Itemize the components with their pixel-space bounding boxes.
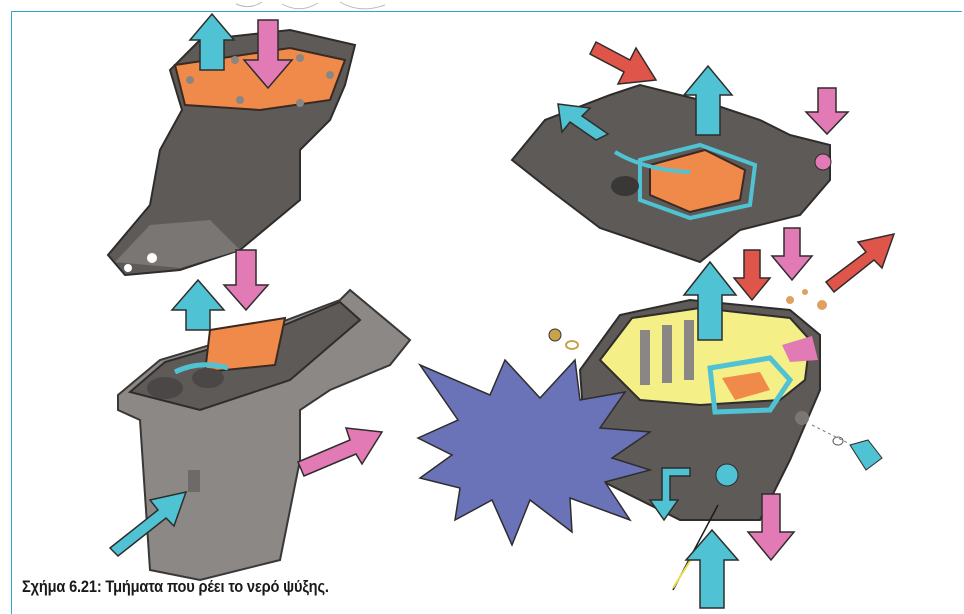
inflow-arrow-icon (224, 250, 268, 310)
figure-caption: Σχήμα 6.21: Τμήματα που ρέει το νερό ψύξ… (22, 577, 329, 597)
outflow-arrow-icon (172, 280, 224, 330)
outflow-arrow-icon (826, 234, 894, 292)
inflow-arrow-icon (806, 88, 848, 134)
inflow-arrow-icon (298, 428, 382, 476)
inflow-arrow-icon (686, 530, 738, 608)
inflow-arrow-icon (772, 228, 812, 280)
inflow-arrow-icon (590, 42, 656, 84)
inflow-arrow-icon (734, 250, 770, 300)
top-sketch (236, 2, 385, 9)
upper-cover-part (108, 30, 355, 275)
